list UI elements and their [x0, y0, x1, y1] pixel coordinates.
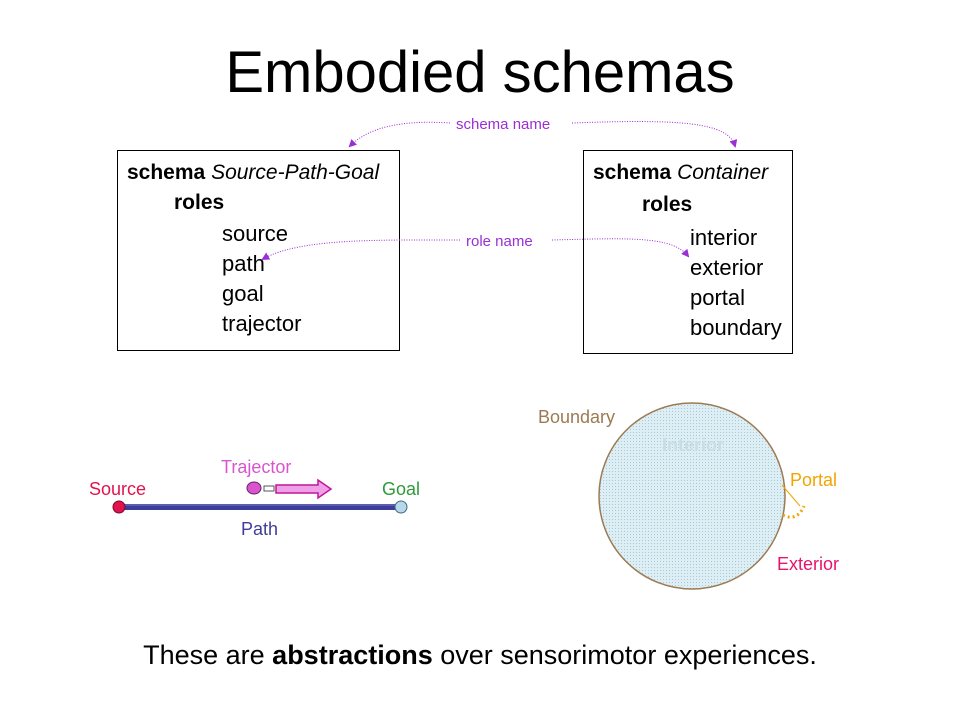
schema-keyword: schema	[593, 161, 672, 184]
schema-name: Container	[677, 161, 769, 184]
schema-header: schema Source-Path-Goal	[127, 159, 379, 186]
role-path: path	[222, 251, 265, 276]
portal-leader-line	[781, 484, 801, 507]
schema-name: Source-Path-Goal	[211, 161, 380, 184]
roles-keyword: roles	[642, 193, 693, 216]
schema-header: schema Container	[593, 159, 768, 186]
page-title: Embodied schemas	[225, 40, 735, 105]
role-interior: interior	[690, 225, 758, 250]
role-name-arrow-right	[551, 238, 690, 258]
container-circle	[598, 402, 786, 590]
trajector-motion-marks	[263, 485, 275, 492]
source-dot	[112, 500, 126, 514]
portal-opening	[782, 505, 806, 519]
role-name-label: role name	[466, 233, 533, 250]
role-exterior: exterior	[690, 255, 764, 280]
schema-box-container: schema Container roles interior exterior…	[583, 150, 793, 354]
goal-label: Goal	[382, 479, 421, 499]
interior-label: Interior	[662, 435, 725, 455]
boundary-label: Boundary	[538, 407, 616, 427]
trajector-dot	[246, 481, 262, 495]
caption-after: over sensorimotor experiences.	[432, 640, 817, 670]
exterior-label: Exterior	[777, 554, 840, 574]
role-boundary: boundary	[690, 315, 782, 340]
goal-dot	[394, 500, 408, 514]
role-name-arrow-left	[261, 239, 461, 260]
caption-before: These are	[143, 640, 273, 670]
role-goal: goal	[222, 281, 264, 306]
path-label: Path	[241, 519, 279, 539]
roles-keyword: roles	[174, 191, 225, 214]
schema-name-label: schema name	[456, 116, 551, 133]
trajector-label: Trajector	[221, 457, 292, 477]
schema-box-source-path-goal: schema Source-Path-Goal roles source pat…	[117, 150, 400, 351]
source-label: Source	[89, 479, 147, 499]
caption-bold: abstractions	[272, 640, 433, 670]
role-trajector: trajector	[222, 311, 302, 336]
schema-name-arrow-left	[348, 121, 451, 148]
schema-keyword: schema	[127, 161, 206, 184]
role-source: source	[222, 221, 289, 246]
caption: These are abstractions over sensorimotor…	[0, 638, 960, 672]
portal-label: Portal	[790, 470, 838, 490]
trajector-arrow-icon	[275, 478, 333, 500]
schema-name-arrow-right	[571, 121, 738, 148]
role-portal: portal	[690, 285, 746, 310]
